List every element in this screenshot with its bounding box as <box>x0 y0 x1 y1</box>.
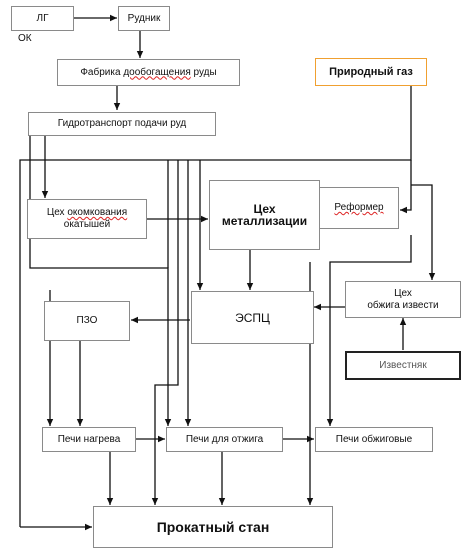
line-gas-main <box>19 85 412 527</box>
node-pzo-label: ПЗО <box>76 315 98 326</box>
node-metal-line1: Цех <box>253 202 276 216</box>
node-rudnik: Рудник <box>118 6 170 31</box>
node-otzhig-label: Печи для отжига <box>185 433 264 445</box>
arrow-gas-izvest <box>411 184 436 280</box>
line-gidro-left <box>29 136 172 426</box>
node-prokatny-stan: Прокатный стан <box>93 506 333 548</box>
node-nagrev-label: Печи нагрева <box>57 433 121 445</box>
node-lg-label: ЛГ <box>36 12 49 24</box>
node-okom-word: Цех <box>46 207 65 218</box>
node-okomkovanie: Цех окомкования окатышей <box>27 199 147 239</box>
node-okom-misspelled: окомкования <box>67 207 128 218</box>
node-fabrika-tail: руды <box>193 66 217 78</box>
node-metallizacia: Цех металлизации <box>209 180 320 250</box>
node-lg: ЛГ <box>11 6 74 31</box>
node-izvestnyak-label: Известняк <box>379 359 427 371</box>
node-gidrotransport: Гидротранспорт подачи руд <box>28 112 216 136</box>
node-pechi-otzhiga: Печи для отжига <box>166 427 283 452</box>
node-metal-line2: металлизации <box>221 214 308 228</box>
arrow-gas-reformer <box>400 160 412 214</box>
node-ok-label: ОК <box>18 33 32 44</box>
node-rudnik-label: Рудник <box>127 12 161 24</box>
node-pechi-obzhigovye: Печи обжиговые <box>315 427 433 452</box>
node-fabrika-misspelled: дообогащения <box>123 66 191 78</box>
arrow-gas-obzhig <box>326 235 412 426</box>
node-okom-line2: окатышей <box>63 219 111 230</box>
node-reformer-label: Реформер <box>334 202 384 213</box>
node-izvest-line2: обжига извести <box>367 299 439 311</box>
node-espc-label: ЭСПЦ <box>235 310 270 325</box>
node-fabrika: Фабрика дообогащения руды <box>57 59 240 86</box>
line-gidro-nagrev <box>151 160 179 505</box>
node-stan-label: Прокатный стан <box>156 519 270 535</box>
node-reformer: Реформер <box>319 187 399 229</box>
node-gas-label: Природный газ <box>329 66 413 78</box>
node-pzo: ПЗО <box>44 301 130 341</box>
node-prirodny-gas: Природный газ <box>315 58 427 86</box>
node-fabrika-word: Фабрика <box>80 66 121 78</box>
node-pechi-nagreva: Печи нагрева <box>42 427 136 452</box>
node-obzhig-izvesti: Цех обжига извести <box>345 281 461 318</box>
node-obzhig-label: Печи обжиговые <box>335 433 413 445</box>
node-izvest-line1: Цех <box>394 287 412 299</box>
node-espc: ЭСПЦ <box>191 291 314 344</box>
node-gidrotransport-label: Гидротранспорт подачи руд <box>57 118 187 129</box>
node-izvestnyak: Известняк <box>345 351 461 380</box>
